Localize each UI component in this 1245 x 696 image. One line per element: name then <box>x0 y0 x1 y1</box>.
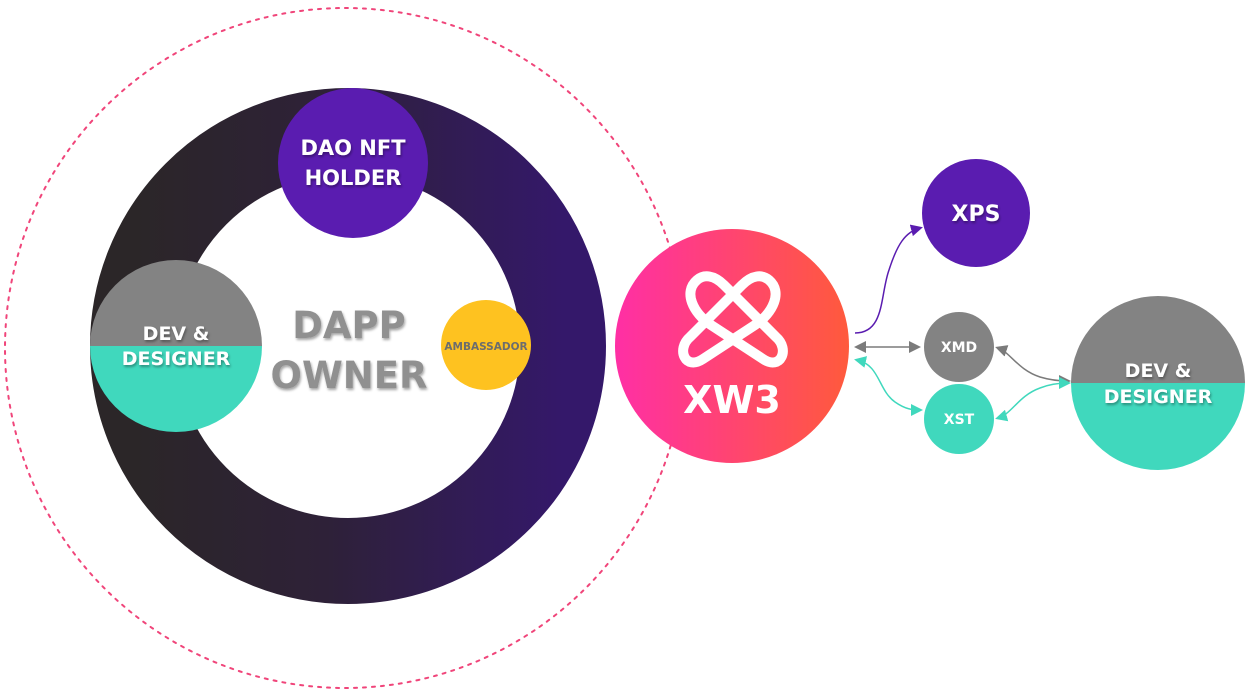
xmd-label: XMD <box>941 340 977 356</box>
xst-label: XST <box>944 412 975 428</box>
dapp-owner-title-line2: OWNER <box>271 354 428 397</box>
dao-nft-holder-label-line1: DAO NFT <box>300 136 406 160</box>
dev-designer-node-external: DEV & DESIGNER <box>1071 296 1245 470</box>
xw3-to-xps-arrow <box>854 224 923 334</box>
xps-node: XPS <box>922 159 1030 267</box>
ambassador-node: AMBASSADOR <box>441 300 531 390</box>
xst-dev-designer-arrow <box>995 377 1071 422</box>
dao-nft-holder-node: DAO NFT HOLDER <box>278 88 428 238</box>
xmd-dev-designer-arrow <box>995 345 1071 387</box>
xmd-node: XMD <box>924 312 994 382</box>
xw3-label: XW3 <box>683 378 781 422</box>
xw3-hub-node: XW3 <box>615 229 849 463</box>
dapp-owner-title-line1: DAPP <box>292 304 406 347</box>
dev-designer-ring-label-line2: DESIGNER <box>122 348 231 370</box>
ambassador-label: AMBASSADOR <box>444 341 527 353</box>
dao-nft-holder-label-line2: HOLDER <box>305 166 402 190</box>
dev-designer-external-label-line1: DEV & <box>1125 360 1192 382</box>
xst-node: XST <box>924 384 994 454</box>
dev-designer-external-label-line2: DESIGNER <box>1104 386 1213 408</box>
dapp-owner-label: DAPP OWNER <box>271 304 428 397</box>
xw3-xst-arrow <box>854 356 923 416</box>
xps-label: XPS <box>952 202 1001 227</box>
xw3-logo-icon <box>678 271 788 368</box>
dev-designer-ring-label-line1: DEV & <box>143 323 210 345</box>
